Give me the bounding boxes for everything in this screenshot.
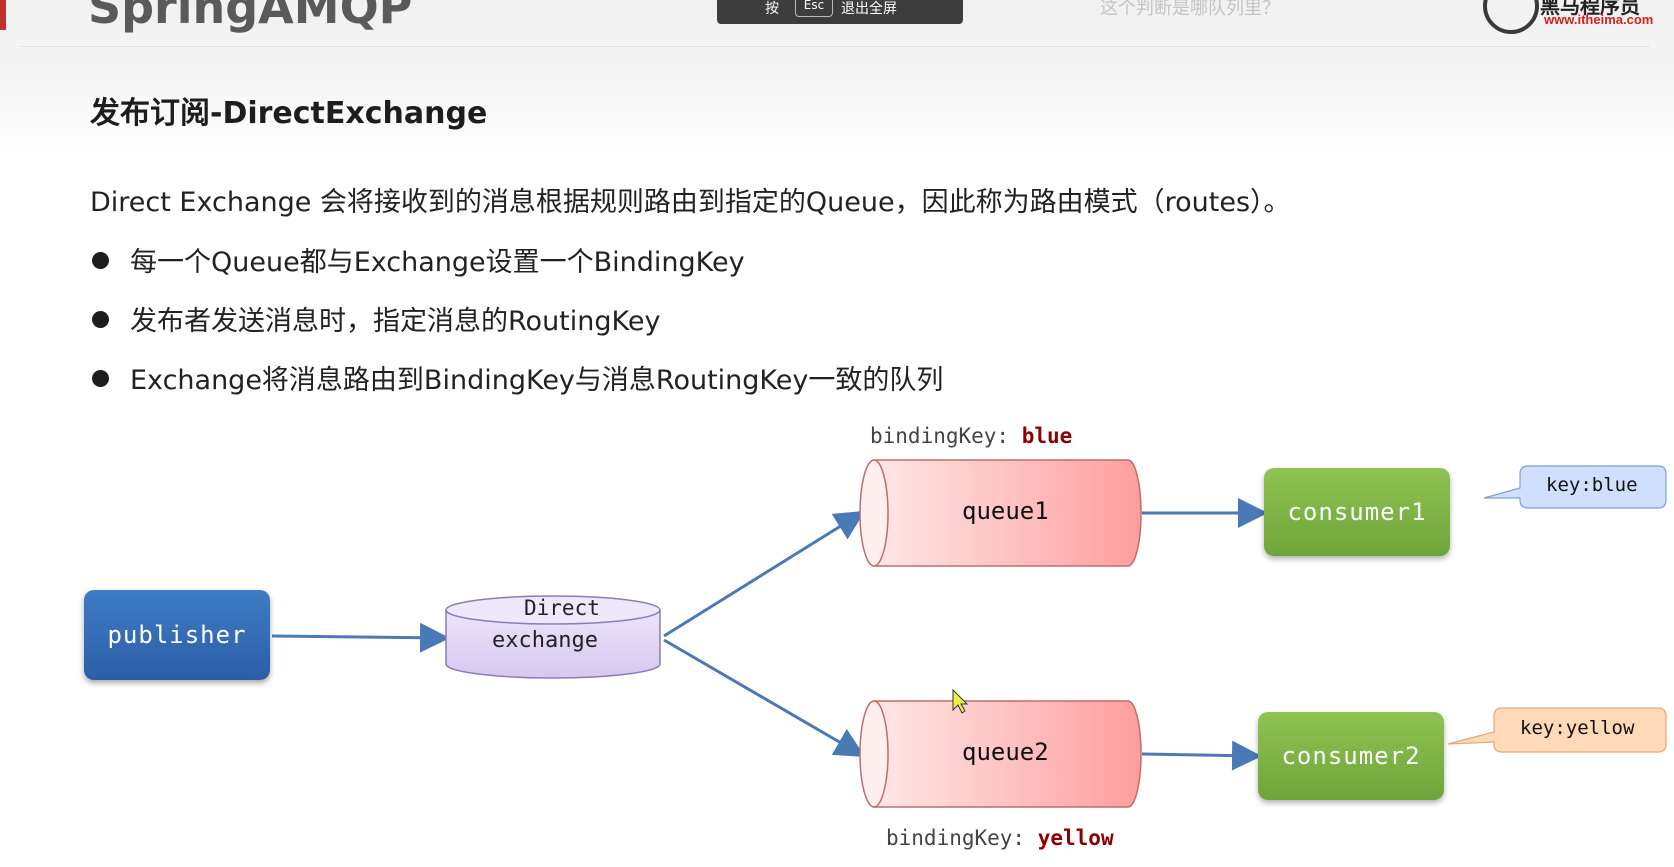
- exchange-type-label: Direct: [524, 596, 600, 620]
- queue2-label: queue2: [962, 738, 1049, 766]
- queue1-cylinder: [859, 459, 1142, 567]
- bullet-dot-icon: [92, 370, 109, 387]
- bullet-item: 发布者发送消息时，指定消息的RoutingKey: [90, 299, 943, 358]
- callout-orange-text: key:yellow: [1520, 717, 1635, 739]
- bullet-text: 每一个Queue都与Exchange设置一个BindingKey: [130, 247, 745, 278]
- binding-value-blue: blue: [1021, 424, 1073, 448]
- slide-main-title: SpringAMQP: [88, 0, 413, 34]
- faded-caption: 这个判断是哪队列里？: [1100, 0, 1280, 19]
- arrow-publisher-to-exchange: [271, 622, 450, 653]
- bullet-dot-icon: [92, 252, 109, 269]
- arrow-queue2-to-consumer2: [1141, 740, 1262, 771]
- fullscreen-exit-hint: 按 Esc 退出全屏: [717, 0, 963, 24]
- exchange-cylinder: [445, 595, 661, 679]
- section-title: 发布订阅-DirectExchange: [90, 96, 488, 131]
- binding-value-yellow: yellow: [1037, 826, 1114, 850]
- exchange-name-label: exchange: [492, 628, 598, 653]
- callout-blue-text: key:blue: [1546, 474, 1638, 496]
- consumer1-node: consumer1: [1264, 468, 1450, 556]
- binding-key-label-1: bindingKey: blue: [870, 424, 1072, 448]
- binding-prefix: bindingKey:: [886, 826, 1026, 850]
- bullet-item: 每一个Queue都与Exchange设置一个BindingKey: [90, 240, 943, 299]
- logo-text: 黑马程序员: [1540, 0, 1640, 18]
- binding-prefix: bindingKey:: [870, 424, 1010, 448]
- bullet-text: 发布者发送消息时，指定消息的RoutingKey: [130, 306, 661, 337]
- bullet-dot-icon: [92, 311, 109, 328]
- callout-blue: [1483, 465, 1667, 509]
- queue1-label: queue1: [962, 497, 1049, 525]
- slide-accent-mark: [0, 0, 6, 30]
- arrow-exchange-to-queue1: [663, 510, 866, 638]
- callout-orange: [1447, 707, 1667, 753]
- consumer2-node: consumer2: [1258, 712, 1444, 800]
- header-divider: [20, 46, 1650, 47]
- queue2-cylinder: [859, 700, 1142, 808]
- esc-key-icon: Esc: [795, 0, 833, 17]
- slide-header-band: [0, 0, 1674, 160]
- mouse-cursor-icon: [952, 688, 969, 714]
- arrow-exchange-to-queue2: [663, 638, 866, 758]
- bullet-text: Exchange将消息路由到BindingKey与消息RoutingKey一致的…: [130, 365, 944, 396]
- hint-suffix: 退出全屏: [841, 1, 897, 17]
- logo-url: www.itheima.com: [1544, 12, 1654, 27]
- bullet-item: Exchange将消息路由到BindingKey与消息RoutingKey一致的…: [90, 358, 943, 417]
- binding-key-label-2: bindingKey: yellow: [886, 826, 1114, 850]
- publisher-node: publisher: [84, 590, 270, 680]
- intro-paragraph: Direct Exchange 会将接收到的消息根据规则路由到指定的Queue，…: [90, 187, 1291, 218]
- bullet-list: 每一个Queue都与Exchange设置一个BindingKey 发布者发送消息…: [90, 240, 943, 417]
- hint-prefix: 按: [765, 1, 779, 17]
